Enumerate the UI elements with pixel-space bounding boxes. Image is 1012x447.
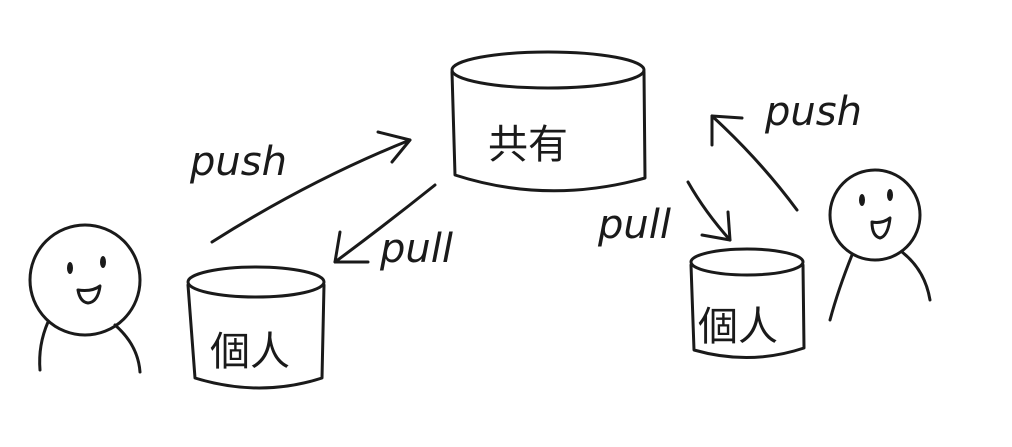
right-repo-label: 個人 xyxy=(698,304,778,350)
shared-repo-label: 共有 xyxy=(488,122,568,168)
right-person-icon xyxy=(828,168,932,322)
left-push-label: push xyxy=(189,139,287,185)
left-repo-label: 個人 xyxy=(210,329,290,375)
left-pull-label: pull xyxy=(379,226,453,272)
right-pull-label: pull xyxy=(597,202,671,248)
left-push-arrow: push xyxy=(189,130,412,244)
right-repo-cylinder: 個人 xyxy=(689,247,806,360)
right-pull-arrow: pull xyxy=(597,180,732,248)
left-pull-arrow: pull xyxy=(333,183,453,272)
right-push-arrow: push xyxy=(710,89,862,212)
right-push-label: push xyxy=(764,89,862,135)
left-repo-cylinder: 個人 xyxy=(186,265,326,390)
left-person-icon xyxy=(28,223,142,374)
shared-repo-cylinder: 共有 xyxy=(450,50,647,193)
